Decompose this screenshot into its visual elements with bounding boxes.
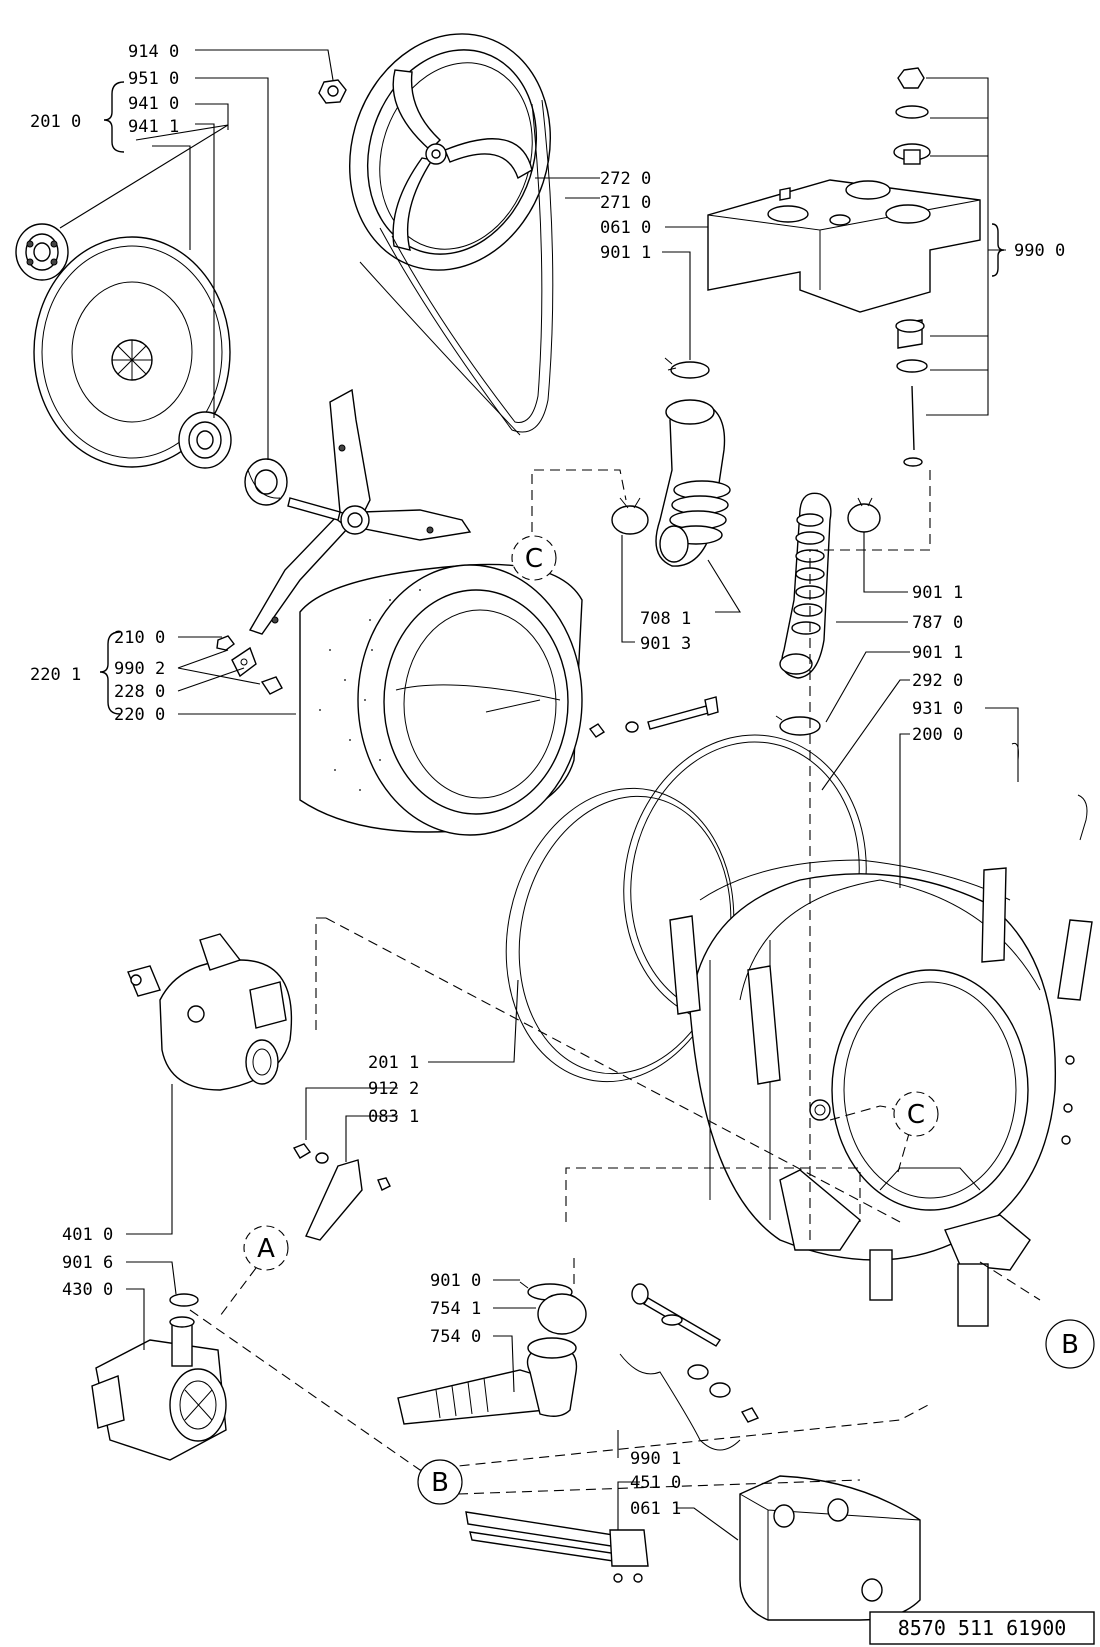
label-210-0: 210 0 <box>114 628 165 648</box>
counterweight-fasteners <box>893 67 931 467</box>
drain-hose-754-0 <box>397 1337 578 1425</box>
counterweight-front <box>739 1475 921 1621</box>
label-901-1-a: 901 1 <box>600 243 651 263</box>
drain-pump-430 <box>91 1316 227 1461</box>
label-430-0: 430 0 <box>62 1280 113 1300</box>
label-990-2: 990 2 <box>114 659 165 679</box>
label-083-1: 083 1 <box>368 1107 419 1127</box>
label-901-6: 901 6 <box>62 1253 113 1273</box>
bearing-941-1 <box>178 411 232 469</box>
label-220-1: 220 1 <box>30 665 81 685</box>
bearing-941-0 <box>15 223 69 281</box>
label-292-0: 292 0 <box>912 671 963 691</box>
label-951-0: 951 0 <box>128 69 179 89</box>
heater-element-451 <box>465 1511 649 1583</box>
label-708-1: 708 1 <box>640 609 691 629</box>
spider-fasteners <box>216 635 283 695</box>
label-990-0: 990 0 <box>1014 241 1065 261</box>
label-228-0: 228 0 <box>114 682 165 702</box>
label-901-1-c: 901 1 <box>912 643 963 663</box>
part-number-labels: 914 0 951 0 941 0 941 1 201 0 272 0 271 … <box>30 42 1065 1519</box>
bellows-hose-787 <box>779 492 832 679</box>
clamp-bellows-bottom <box>775 715 821 736</box>
label-912-2: 912 2 <box>368 1079 419 1099</box>
label-201-1: 201 1 <box>368 1053 419 1073</box>
label-braces <box>99 81 1005 715</box>
drum-pulley <box>348 33 552 271</box>
label-931-0: 931 0 <box>912 699 963 719</box>
label-901-0: 901 0 <box>430 1271 481 1291</box>
seal-951 <box>244 458 288 506</box>
suspension-springs <box>669 742 1093 1085</box>
label-901-3: 901 3 <box>640 634 691 654</box>
tub-rear-plate <box>33 236 231 468</box>
nut-914 <box>318 79 347 104</box>
label-787-0: 787 0 <box>912 613 963 633</box>
label-754-1: 754 1 <box>430 1299 481 1319</box>
marker-c-tub: C <box>893 1091 939 1137</box>
reference-lines <box>189 469 1041 1495</box>
svg-text:B: B <box>1061 1330 1079 1360</box>
bolt-set-990-1 <box>619 1283 760 1451</box>
counterweight-top <box>707 179 981 313</box>
filter-754-1 <box>537 1293 587 1335</box>
label-201-0: 201 0 <box>30 112 81 132</box>
svg-text:C: C <box>907 1100 925 1130</box>
label-941-1: 941 1 <box>128 117 179 137</box>
drum-screw-set <box>588 696 719 738</box>
marker-a: A <box>243 1225 289 1271</box>
label-451-0: 451 0 <box>630 1473 681 1493</box>
marker-c-upper: C <box>511 535 557 581</box>
label-272-0: 272 0 <box>600 169 651 189</box>
label-941-0: 941 0 <box>128 94 179 114</box>
drawing-number-box: 8570 511 61900 <box>869 1611 1095 1645</box>
drum-spider <box>248 388 472 635</box>
bracket-083 <box>292 1143 391 1241</box>
label-061-0: 061 0 <box>600 218 651 238</box>
motor-401 <box>127 933 293 1091</box>
pump-clamp-901-6 <box>169 1293 199 1307</box>
drive-belt <box>359 99 554 436</box>
label-271-0: 271 0 <box>600 193 651 213</box>
label-401-0: 401 0 <box>62 1225 113 1245</box>
elbow-hose-708 <box>655 399 731 567</box>
svg-text:A: A <box>257 1234 275 1264</box>
drawing-number: 8570 511 61900 <box>898 1616 1067 1640</box>
label-220-0: 220 0 <box>114 705 165 725</box>
label-200-0: 200 0 <box>912 725 963 745</box>
outer-tub-front <box>689 873 1075 1327</box>
label-754-0: 754 0 <box>430 1327 481 1347</box>
hose-clamp-901-3 <box>611 497 649 535</box>
wash-drum <box>299 563 583 836</box>
marker-b-lower: B <box>417 1459 463 1505</box>
svg-text:C: C <box>525 544 543 574</box>
leader-lines <box>59 49 1019 1541</box>
label-901-1-b: 901 1 <box>912 583 963 603</box>
label-990-1: 990 1 <box>630 1449 681 1469</box>
hose-clamp-upper <box>664 357 710 379</box>
reference-markers: C C A B B <box>243 535 1095 1505</box>
marker-b-right: B <box>1045 1319 1095 1369</box>
label-061-1: 061 1 <box>630 1499 681 1519</box>
label-914-0: 914 0 <box>128 42 179 62</box>
svg-text:B: B <box>431 1468 449 1498</box>
clamp-bellows-top <box>847 497 881 533</box>
